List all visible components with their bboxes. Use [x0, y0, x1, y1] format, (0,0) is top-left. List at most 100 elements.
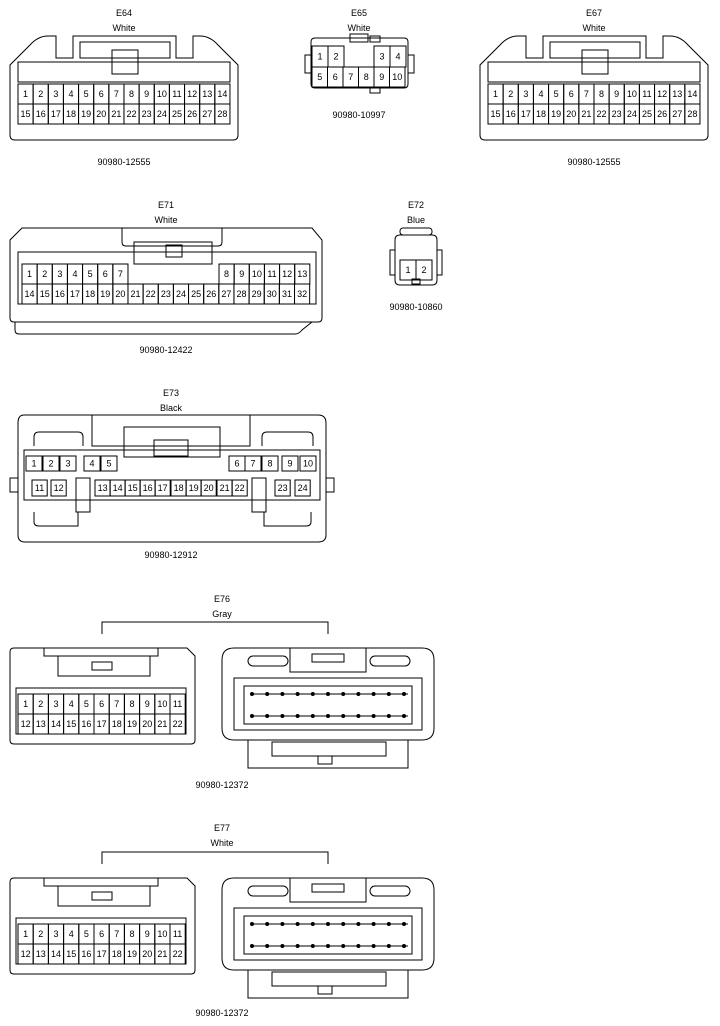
- pin-4: 4: [89, 459, 94, 469]
- pin-1: 1: [317, 52, 322, 62]
- pin-14: 14: [51, 719, 61, 729]
- pin-21: 21: [111, 109, 121, 119]
- pin-5: 5: [84, 699, 89, 709]
- pin-3: 3: [53, 89, 58, 99]
- pin-9: 9: [379, 72, 384, 82]
- connector-e67-part: 90980-12555: [567, 157, 621, 167]
- pin-cell: [214, 103, 231, 125]
- terminal-dot: [280, 692, 285, 696]
- pin-17: 17: [521, 109, 531, 119]
- pin-cell: [169, 943, 186, 965]
- pin-21: 21: [157, 949, 167, 959]
- connector-e76-terminal-dots: [250, 692, 408, 718]
- pin-cell: [274, 479, 291, 497]
- terminal-dot: [280, 944, 285, 948]
- pin-18: 18: [174, 483, 184, 493]
- pin-5: 5: [317, 72, 322, 82]
- pin-27: 27: [672, 109, 682, 119]
- pin-11: 11: [267, 269, 276, 279]
- pin-6: 6: [333, 72, 338, 82]
- pin-7: 7: [348, 72, 353, 82]
- pin-3: 3: [57, 269, 62, 279]
- pin-30: 30: [267, 289, 277, 299]
- pin-13: 13: [98, 483, 108, 493]
- pin-cell: [281, 455, 299, 472]
- terminal-dot: [356, 922, 361, 926]
- pin-cell: [42, 455, 60, 472]
- pin-5: 5: [88, 269, 93, 279]
- terminal-dot: [265, 922, 270, 926]
- connector-e76-id: E76: [213, 594, 231, 604]
- connector-e64-color: White: [112, 23, 136, 33]
- connector-e73-color: Black: [159, 403, 183, 413]
- terminal-dot: [250, 692, 254, 696]
- pin-10: 10: [392, 72, 402, 82]
- pin-20: 20: [142, 719, 152, 729]
- pin-32: 32: [297, 289, 307, 299]
- connector-e76-part: 90980-12372: [195, 780, 249, 790]
- pin-23: 23: [278, 483, 288, 493]
- pin-24: 24: [298, 483, 308, 493]
- pin-19: 19: [127, 949, 137, 959]
- pin-2: 2: [48, 459, 53, 469]
- pin-15: 15: [66, 719, 76, 729]
- pin-23: 23: [612, 109, 622, 119]
- pin-cell: [261, 455, 279, 472]
- terminal-dot: [402, 714, 406, 718]
- pin-9: 9: [145, 929, 150, 939]
- pin-cell: [294, 283, 311, 305]
- pin-22: 22: [235, 483, 245, 493]
- connector-e64-housing: [9, 35, 239, 141]
- pin-4: 4: [69, 929, 74, 939]
- pin-13: 13: [672, 89, 682, 99]
- pin-13: 13: [297, 269, 307, 279]
- pin-1: 1: [23, 89, 28, 99]
- pin-25: 25: [191, 289, 201, 299]
- pin-21: 21: [131, 289, 141, 299]
- terminal-dot: [341, 944, 346, 948]
- pin-29: 29: [252, 289, 262, 299]
- terminal-dot: [265, 944, 270, 948]
- pin-12: 12: [21, 719, 31, 729]
- pin-13: 13: [36, 949, 46, 959]
- pin-15: 15: [21, 109, 31, 119]
- pin-22: 22: [597, 109, 607, 119]
- connector-e67-id: E67: [585, 8, 603, 18]
- connector-e65-id: E65: [350, 8, 368, 18]
- terminal-dot: [295, 714, 300, 718]
- connector-e73-id: E73: [162, 388, 180, 398]
- pin-5: 5: [554, 89, 559, 99]
- pin-5: 5: [84, 929, 89, 939]
- terminal-dot: [341, 692, 346, 696]
- pin-10: 10: [157, 89, 167, 99]
- pin-17: 17: [97, 719, 107, 729]
- pin-6: 6: [99, 929, 104, 939]
- terminal-dot: [310, 944, 315, 948]
- pin-16: 16: [143, 483, 153, 493]
- terminal-dot: [326, 692, 330, 696]
- connector-e73-part: 90980-12912: [144, 550, 198, 560]
- pin-7: 7: [114, 699, 119, 709]
- pin-10: 10: [303, 459, 313, 469]
- pin-14: 14: [217, 89, 227, 99]
- pin-6: 6: [99, 89, 104, 99]
- pin-21: 21: [157, 719, 167, 729]
- pin-19: 19: [189, 483, 199, 493]
- pin-22: 22: [173, 949, 183, 959]
- pin-7: 7: [250, 459, 255, 469]
- pin-22: 22: [146, 289, 156, 299]
- pin-24: 24: [157, 109, 167, 119]
- pin-11: 11: [172, 89, 181, 99]
- pin-16: 16: [81, 949, 91, 959]
- pin-12: 12: [54, 483, 64, 493]
- pin-14: 14: [113, 483, 123, 493]
- pin-6: 6: [569, 89, 574, 99]
- terminal-dot: [250, 944, 254, 948]
- pin-17: 17: [70, 289, 80, 299]
- connector-e77-part: 90980-12372: [195, 1008, 249, 1018]
- pin-cell: [31, 479, 48, 497]
